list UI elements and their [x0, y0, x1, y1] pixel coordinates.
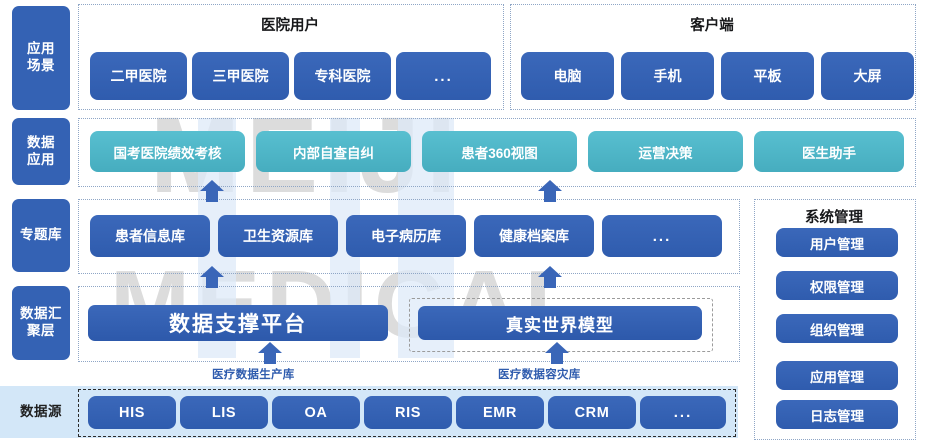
- data-source-item-6[interactable]: ...: [640, 396, 726, 429]
- row-label-text: 专题库: [20, 227, 62, 243]
- scenario-item-3[interactable]: ...: [396, 52, 491, 100]
- flow-arrow-up-source-right: [545, 342, 569, 364]
- data-source-item-0[interactable]: HIS: [88, 396, 176, 429]
- system-management-item-4[interactable]: 日志管理: [776, 400, 898, 429]
- flow-arrow-up-right-2: [538, 266, 562, 288]
- subject-db-item-0[interactable]: 患者信息库: [90, 215, 210, 257]
- data-source-item-4[interactable]: EMR: [456, 396, 544, 429]
- row-label-app-scenario: 应用 场景: [12, 6, 70, 110]
- data-source-dashed-frame: [78, 389, 736, 437]
- subject-db-item-4[interactable]: ...: [602, 215, 722, 257]
- system-management-item-1[interactable]: 权限管理: [776, 271, 898, 300]
- flow-arrow-up-left: [200, 180, 224, 202]
- client-item-2[interactable]: 平板: [721, 52, 814, 100]
- system-management-item-2[interactable]: 组织管理: [776, 314, 898, 343]
- subject-db-item-2[interactable]: 电子病历库: [346, 215, 466, 257]
- data-app-item-1[interactable]: 内部自查自纠: [256, 131, 411, 172]
- group-data-aggregation: [78, 286, 740, 362]
- flow-label-right: 医疗数据容灾库: [498, 369, 581, 381]
- client-item-0[interactable]: 电脑: [521, 52, 614, 100]
- group-subject-db: [78, 199, 740, 274]
- scenario-item-2[interactable]: 专科医院: [294, 52, 391, 100]
- row-label-data-source: 数据源: [12, 386, 70, 438]
- scenario-item-1[interactable]: 三甲医院: [192, 52, 289, 100]
- data-app-item-4[interactable]: 医生助手: [754, 131, 904, 172]
- data-source-item-5[interactable]: CRM: [548, 396, 636, 429]
- row-label-text: 数据源: [20, 403, 62, 419]
- data-source-item-1[interactable]: LIS: [180, 396, 268, 429]
- platform-box[interactable]: 数据支撑平台: [88, 305, 388, 341]
- group-title-hospital-users: 医院用户: [261, 18, 319, 34]
- row-label-text: 数据汇 聚层: [20, 306, 62, 338]
- data-app-item-3[interactable]: 运营决策: [588, 131, 743, 172]
- model-box[interactable]: 真实世界模型: [418, 306, 702, 340]
- row-label-data-application: 数据 应用: [12, 118, 70, 185]
- group-data-application: [78, 118, 916, 187]
- flow-arrow-up-right: [538, 180, 562, 202]
- data-source-item-3[interactable]: RIS: [364, 396, 452, 429]
- flow-arrow-up-left-2: [200, 266, 224, 288]
- flow-arrow-up-source-left: [258, 342, 282, 364]
- group-system-management: [754, 199, 916, 440]
- client-item-1[interactable]: 手机: [621, 52, 714, 100]
- data-app-item-2[interactable]: 患者360视图: [422, 131, 577, 172]
- row-label-data-aggregation: 数据汇 聚层: [12, 286, 70, 360]
- flow-label-left: 医疗数据生产库: [212, 369, 295, 381]
- system-management-item-3[interactable]: 应用管理: [776, 361, 898, 390]
- data-source-item-2[interactable]: OA: [272, 396, 360, 429]
- row-label-subject-db: 专题库: [12, 199, 70, 272]
- scenario-item-0[interactable]: 二甲医院: [90, 52, 187, 100]
- row-label-text: 数据 应用: [27, 134, 55, 167]
- subject-db-item-3[interactable]: 健康档案库: [474, 215, 594, 257]
- system-management-title: 系统管理: [805, 210, 863, 226]
- group-title-client-devices: 客户端: [690, 18, 734, 34]
- group-client-devices: [510, 4, 916, 110]
- client-item-3[interactable]: 大屏: [821, 52, 914, 100]
- row-label-text: 应用 场景: [27, 41, 55, 73]
- group-hospital-users: [78, 4, 504, 110]
- subject-db-item-1[interactable]: 卫生资源库: [218, 215, 338, 257]
- system-management-item-0[interactable]: 用户管理: [776, 228, 898, 257]
- data-app-item-0[interactable]: 国考医院绩效考核: [90, 131, 245, 172]
